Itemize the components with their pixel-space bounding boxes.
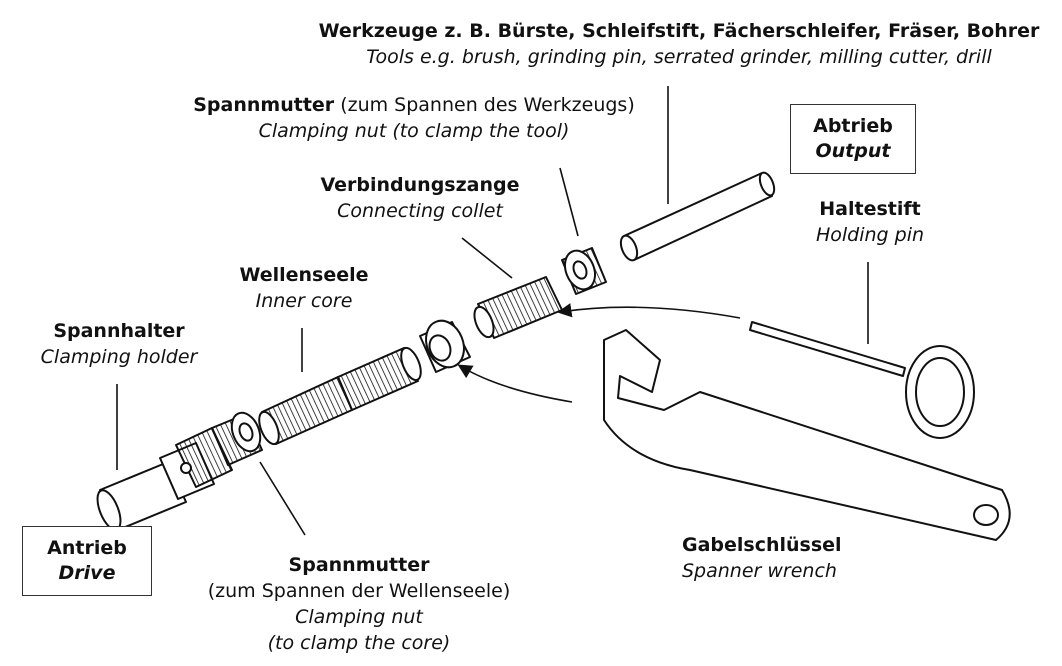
inner-core-part: [258, 346, 422, 446]
label-clamping-nut-tool-de-rest: (zum Spannen des Werkzeugs): [334, 94, 635, 116]
connecting-collet-part: [473, 276, 563, 339]
label-inner-core-de: Wellenseele: [239, 264, 369, 286]
holding-pin-part: [749, 321, 975, 439]
output-en: Output: [815, 140, 891, 162]
clamping-holder-part: [96, 427, 233, 531]
label-clamping-nut-tool-de: Spannmutter: [193, 94, 335, 116]
label-clamping-holder-de: Spannhalter: [53, 320, 185, 342]
connecting-sleeve-part: [419, 319, 471, 373]
leader-clamping-nut-tool: [559, 167, 579, 237]
drive-de: Antrieb: [47, 537, 127, 559]
label-clamping-nut-core-en2: (to clamp the core): [267, 632, 451, 654]
label-tools-de: Werkzeuge z. B. Bürste, Schleifstift, Fä…: [318, 20, 1040, 42]
label-connecting-collet: Verbindungszange Connecting collet: [300, 172, 540, 224]
spanner-wrench-part: [603, 329, 1011, 541]
label-clamping-holder: Spannhalter Clamping holder: [34, 318, 204, 370]
label-holding-pin-de: Haltestift: [819, 198, 921, 220]
leader-clamping-nut-core: [259, 461, 306, 536]
label-holding-pin: Haltestift Holding pin: [790, 196, 950, 248]
label-clamping-nut-core-en1: Clamping nut: [295, 606, 423, 628]
label-clamping-holder-en: Clamping holder: [40, 346, 198, 368]
label-holding-pin-en: Holding pin: [815, 224, 925, 246]
label-clamping-nut-tool-en: Clamping nut (to clamp the tool): [258, 120, 570, 142]
arrow-to-collet: [557, 303, 741, 319]
drive-box: Antrieb Drive: [22, 526, 152, 596]
label-clamping-nut-core-de: Spannmutter: [288, 554, 430, 576]
label-clamping-nut-tool: Spannmutter (zum Spannen des Werkzeugs) …: [188, 92, 640, 144]
label-spanner-wrench: Gabelschlüssel Spanner wrench: [682, 532, 882, 584]
label-spanner-wrench-en: Spanner wrench: [682, 560, 837, 582]
label-connecting-collet-de: Verbindungszange: [320, 174, 520, 196]
label-spanner-wrench-de: Gabelschlüssel: [682, 534, 842, 556]
output-box: Abtrieb Output: [790, 104, 916, 174]
output-de: Abtrieb: [813, 115, 893, 137]
leader-connecting-collet: [461, 237, 513, 279]
tool-shank-part: [619, 171, 776, 262]
label-tools-en: Tools e.g. brush, grinding pin, serrated…: [366, 46, 992, 68]
label-clamping-nut-core-de-paren: (zum Spannen der Wellenseele): [207, 580, 511, 602]
clamping-nut-tool-part: [561, 247, 607, 295]
label-inner-core-en: Inner core: [255, 290, 353, 312]
arrow-to-sleeve: [457, 364, 573, 403]
clamping-nut-core-part: [211, 411, 263, 466]
drive-en: Drive: [58, 562, 116, 584]
label-clamping-nut-core: Spannmutter (zum Spannen der Wellenseele…: [196, 552, 522, 656]
label-inner-core: Wellenseele Inner core: [226, 262, 382, 314]
label-tools: Werkzeuge z. B. Bürste, Schleifstift, Fä…: [314, 18, 1044, 70]
label-connecting-collet-en: Connecting collet: [337, 200, 503, 222]
